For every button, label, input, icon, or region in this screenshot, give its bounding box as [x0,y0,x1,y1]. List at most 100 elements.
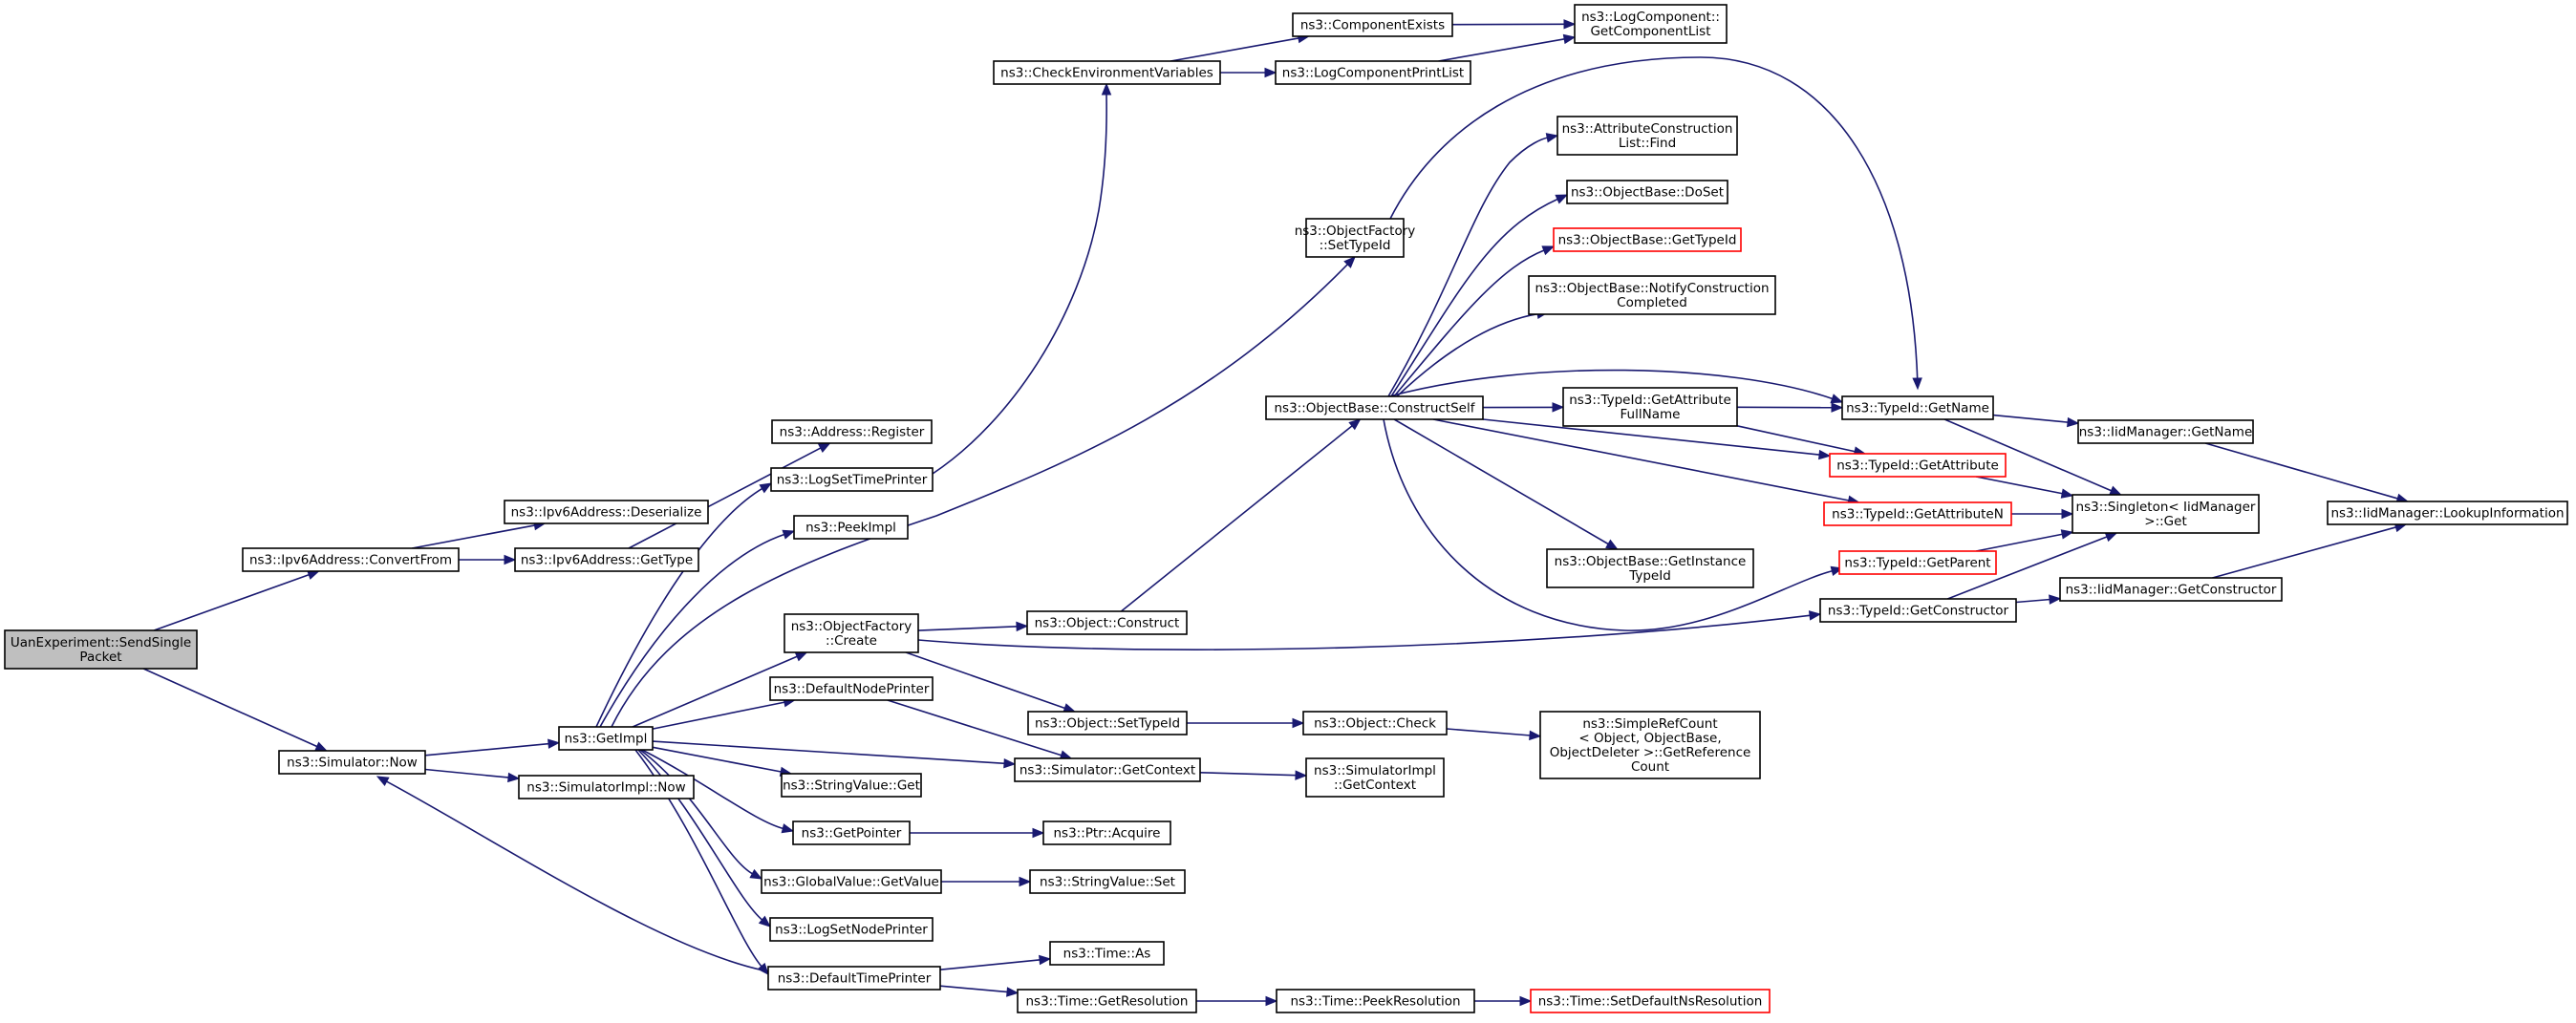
node-obdoset[interactable]: ns3::ObjectBase::DoSet [1566,180,1728,204]
node-timeas-box[interactable] [1049,941,1165,966]
node-simgetctx[interactable]: ns3::Simulator::GetContext [1014,757,1201,782]
node-timeas[interactable]: ns3::Time::As [1049,941,1165,966]
node-peekimpl-box[interactable] [793,515,909,540]
node-tidgetattrfull-box[interactable] [1562,387,1738,427]
node-getimpl-box[interactable] [558,726,654,751]
node-ipv6gettype[interactable]: ns3::Ipv6Address::GetType [514,547,699,572]
node-tidgetctor-box[interactable] [1819,598,2017,623]
node-send-box[interactable] [4,629,198,670]
node-tidgetattr-box[interactable] [1829,453,2007,478]
node-setdefaultns[interactable]: ns3::Time::SetDefaultNsResolution [1530,989,1771,1013]
node-simimplnow-box[interactable] [518,775,695,799]
node-tidgetname-box[interactable] [1841,395,1994,420]
node-ofsettypeid[interactable]: ns3::ObjectFactory::SetTypeId [1295,218,1416,258]
node-addrreg-box[interactable] [771,419,933,444]
node-obnotify-box[interactable] [1528,275,1776,315]
node-ipv6gettype-box[interactable] [514,547,699,572]
node-obnotify[interactable]: ns3::ObjectBase::NotifyConstructionCompl… [1528,275,1776,315]
node-strvalget[interactable]: ns3::StringValue::Get [781,773,922,798]
node-defnodeprinter-box[interactable] [769,676,934,701]
node-obgettypeid[interactable]: ns3::ObjectBase::GetTypeId [1553,227,1742,252]
node-getpointer-box[interactable] [792,821,911,845]
node-logcompprint[interactable]: ns3::LogComponentPrintList [1275,60,1471,85]
node-deftimeprinter[interactable]: ns3::DefaultTimePrinter [767,966,941,991]
node-logsettime[interactable]: ns3::LogSetTimePrinter [770,467,934,492]
node-tidgetattrn[interactable]: ns3::TypeId::GetAttributeN [1823,501,2012,526]
node-convertfrom[interactable]: ns3::Ipv6Address::ConvertFrom [242,547,460,572]
node-peekimpl[interactable]: ns3::PeekImpl [793,515,909,540]
node-simplerefcount[interactable]: ns3::SimpleRefCount< Object, ObjectBase,… [1539,711,1761,779]
node-tidgetattrn-box[interactable] [1823,501,2012,526]
node-iidgetctor-box[interactable] [2059,577,2283,602]
node-objcheck[interactable]: ns3::Object::Check [1302,711,1448,735]
node-strvalset-box[interactable] [1029,869,1186,894]
node-simimplnow[interactable]: ns3::SimulatorImpl::Now [518,775,695,799]
node-simgetctx-box[interactable] [1014,757,1201,782]
node-strvalset[interactable]: ns3::StringValue::Set [1029,869,1186,894]
node-constructself[interactable]: ns3::ObjectBase::ConstructSelf [1265,395,1484,420]
node-compexists[interactable]: ns3::ComponentExists [1292,12,1453,37]
node-tidgetctor[interactable]: ns3::TypeId::GetConstructor [1819,598,2017,623]
node-simnow-box[interactable] [278,750,426,775]
node-tidgetattr[interactable]: ns3::TypeId::GetAttribute [1829,453,2007,478]
node-objsettypeid-box[interactable] [1027,711,1188,735]
node-compexists-box[interactable] [1292,12,1453,37]
node-timegetres-box[interactable] [1017,989,1197,1013]
node-addrreg[interactable]: ns3::Address::Register [771,419,933,444]
node-logsetnode-box[interactable] [769,917,934,942]
node-gvgetvalue-box[interactable] [761,869,942,894]
node-iidgetname[interactable]: ns3::IidManager::GetName [2077,419,2254,444]
node-iidgetctor[interactable]: ns3::IidManager::GetConstructor [2059,577,2283,602]
node-simplerefcount-box[interactable] [1539,711,1761,779]
node-gvgetvalue[interactable]: ns3::GlobalValue::GetValue [761,869,942,894]
node-setdefaultns-box[interactable] [1530,989,1771,1013]
node-deserialize-box[interactable] [504,500,709,524]
node-getcomplist-box[interactable] [1574,4,1728,44]
node-tidgetparent-box[interactable] [1838,550,1997,575]
node-deserialize[interactable]: ns3::Ipv6Address::Deserialize [504,500,709,524]
node-obgettypeid-box[interactable] [1553,227,1742,252]
node-objsettypeid[interactable]: ns3::Object::SetTypeId [1027,711,1188,735]
node-simimplgetctx-box[interactable] [1305,757,1445,798]
node-simnow[interactable]: ns3::Simulator::Now [278,750,426,775]
node-ofcreate[interactable]: ns3::ObjectFactory::Create [784,613,919,653]
node-objconstruct-box[interactable] [1026,610,1188,635]
node-objcheck-box[interactable] [1302,711,1448,735]
node-obdoset-box[interactable] [1566,180,1728,204]
node-simimplgetctx[interactable]: ns3::SimulatorImpl::GetContext [1305,757,1445,798]
node-singletonget-box[interactable] [2072,494,2260,534]
node-tidgetname[interactable]: ns3::TypeId::GetName [1841,395,1994,420]
node-checkenv-box[interactable] [993,60,1221,85]
node-timegetres[interactable]: ns3::Time::GetResolution [1017,989,1197,1013]
node-obgetinst-box[interactable] [1546,548,1754,588]
node-defnodeprinter[interactable]: ns3::DefaultNodePrinter [769,676,934,701]
node-iidgetname-box[interactable] [2077,419,2254,444]
node-objconstruct[interactable]: ns3::Object::Construct [1026,610,1188,635]
node-timepeekres[interactable]: ns3::Time::PeekResolution [1276,989,1475,1013]
node-getimpl[interactable]: ns3::GetImpl [558,726,654,751]
node-singletonget[interactable]: ns3::Singleton< IidManager >::Get [2072,494,2260,534]
node-lookupinfo[interactable]: ns3::IidManager::LookupInformation [2327,501,2568,525]
node-logcompprint-box[interactable] [1275,60,1471,85]
node-convertfrom-box[interactable] [242,547,460,572]
node-getcomplist[interactable]: ns3::LogComponent::GetComponentList [1574,4,1728,44]
node-logsettime-box[interactable] [770,467,934,492]
node-checkenv[interactable]: ns3::CheckEnvironmentVariables [993,60,1221,85]
node-getpointer[interactable]: ns3::GetPointer [792,821,911,845]
node-ptracquire-box[interactable] [1042,821,1171,845]
node-strvalget-box[interactable] [781,773,922,798]
node-deftimeprinter-box[interactable] [767,966,941,991]
node-ofsettypeid-box[interactable] [1305,218,1405,258]
node-logsetnode[interactable]: ns3::LogSetNodePrinter [769,917,934,942]
node-timepeekres-box[interactable] [1276,989,1475,1013]
node-lookupinfo-box[interactable] [2327,501,2568,525]
node-ptracquire[interactable]: ns3::Ptr::Acquire [1042,821,1171,845]
node-constructself-box[interactable] [1265,395,1484,420]
node-acfind-box[interactable] [1556,116,1738,156]
node-ofcreate-box[interactable] [784,613,919,653]
node-tidgetparent[interactable]: ns3::TypeId::GetParent [1838,550,1997,575]
